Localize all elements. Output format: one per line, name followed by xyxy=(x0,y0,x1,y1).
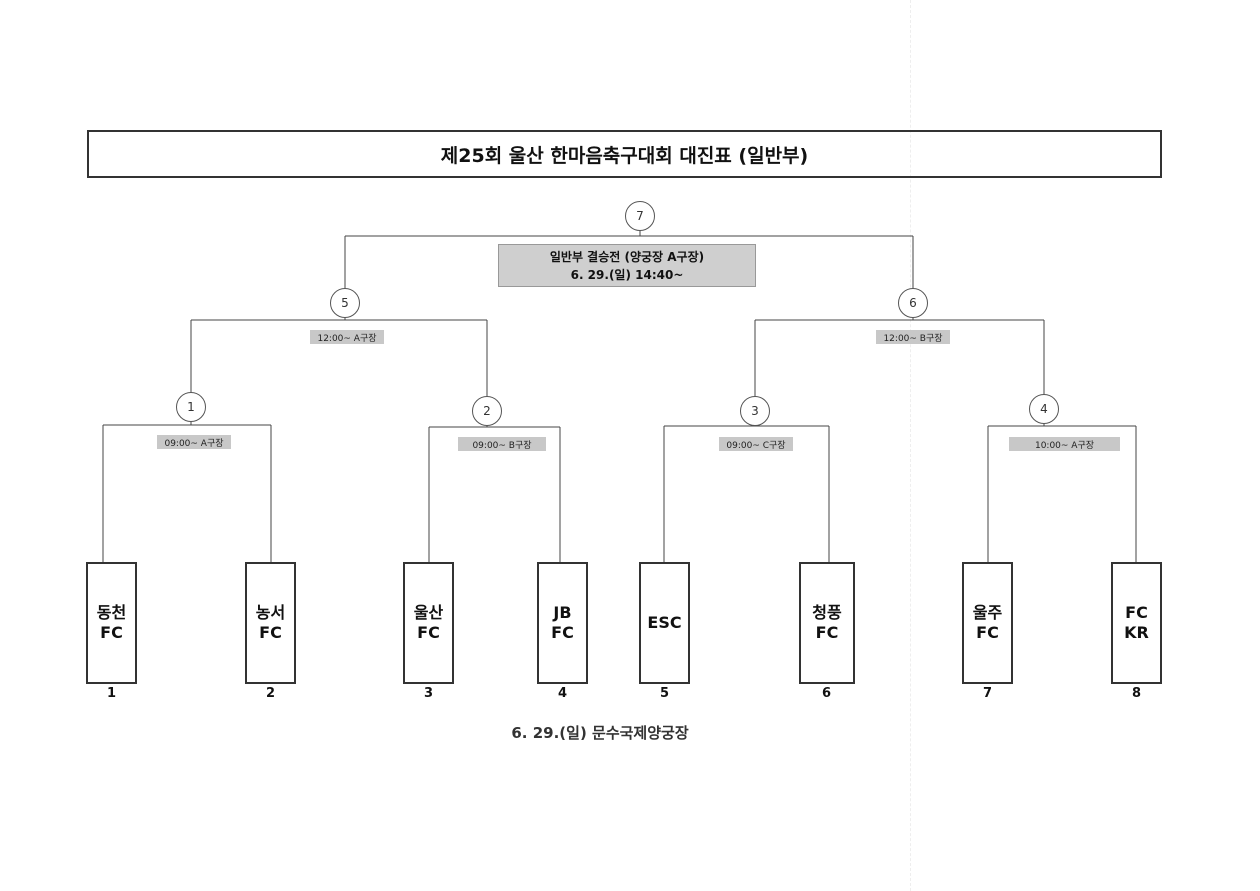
team-name-suffix: FC xyxy=(815,623,839,642)
final-match-venue: 일반부 결승전 (양궁장 A구장) xyxy=(549,249,705,264)
team-name: 울산 xyxy=(413,603,444,622)
team-name: JB xyxy=(553,603,572,622)
team-number-1: 1 xyxy=(106,686,117,701)
match-circle-2: 2 xyxy=(472,396,502,426)
team-name: ESC xyxy=(647,613,682,632)
match-circle-6: 6 xyxy=(898,288,928,318)
team-number-2: 2 xyxy=(265,686,276,701)
match-circle-4: 4 xyxy=(1029,394,1059,424)
final-match-datetime: 6. 29.(일) 14:40~ xyxy=(570,267,684,282)
team-number-3: 3 xyxy=(423,686,434,701)
team-name: 울주 xyxy=(972,603,1003,622)
team-box-5: ESC xyxy=(639,562,690,684)
team-name-suffix: FC xyxy=(259,623,282,642)
match-circle-7: 7 xyxy=(625,201,655,231)
schedule-label-match-4: 10:00~ A구장 xyxy=(1009,437,1120,451)
schedule-label-match-6: 12:00~ B구장 xyxy=(876,330,950,344)
schedule-label-match-5: 12:00~ A구장 xyxy=(310,330,384,344)
team-box-3: 울산 FC xyxy=(403,562,454,684)
match-circle-5: 5 xyxy=(330,288,360,318)
team-number-4: 4 xyxy=(557,686,568,701)
team-number-6: 6 xyxy=(821,686,832,701)
team-number-7: 7 xyxy=(982,686,993,701)
team-box-8: FC KR xyxy=(1111,562,1162,684)
final-match-info: 일반부 결승전 (양궁장 A구장) 6. 29.(일) 14:40~ xyxy=(498,244,756,287)
schedule-label-match-3: 09:00~ C구장 xyxy=(719,437,793,451)
team-name-suffix: KR xyxy=(1124,623,1149,642)
page-title-text: 제25회 울산 한마음축구대회 대진표 (일반부) xyxy=(440,144,809,167)
team-name-suffix: FC xyxy=(417,623,440,642)
team-box-4: JB FC xyxy=(537,562,588,684)
schedule-label-match-1: 09:00~ A구장 xyxy=(157,435,231,449)
schedule-label-match-2: 09:00~ B구장 xyxy=(458,437,546,451)
team-name: FC xyxy=(1125,603,1148,622)
team-box-1: 동천 FC xyxy=(86,562,137,684)
match-circle-1: 1 xyxy=(176,392,206,422)
team-number-5: 5 xyxy=(659,686,670,701)
team-name-suffix: FC xyxy=(551,623,574,642)
page-title: 제25회 울산 한마음축구대회 대진표 (일반부) xyxy=(87,130,1162,178)
team-name: 농서 xyxy=(255,603,286,622)
page-fold-line xyxy=(910,0,911,891)
tournament-date-venue: 6. 29.(일) 문수국제양궁장 xyxy=(511,724,689,742)
team-box-7: 울주 FC xyxy=(962,562,1013,684)
team-box-2: 농서 FC xyxy=(245,562,296,684)
team-name-suffix: FC xyxy=(976,623,999,642)
team-name-suffix: FC xyxy=(100,623,123,642)
team-number-8: 8 xyxy=(1131,686,1142,701)
team-name: 청풍 xyxy=(812,603,842,622)
match-circle-3: 3 xyxy=(740,396,770,426)
team-box-6: 청풍 FC xyxy=(799,562,855,684)
team-name: 동천 xyxy=(96,603,127,622)
